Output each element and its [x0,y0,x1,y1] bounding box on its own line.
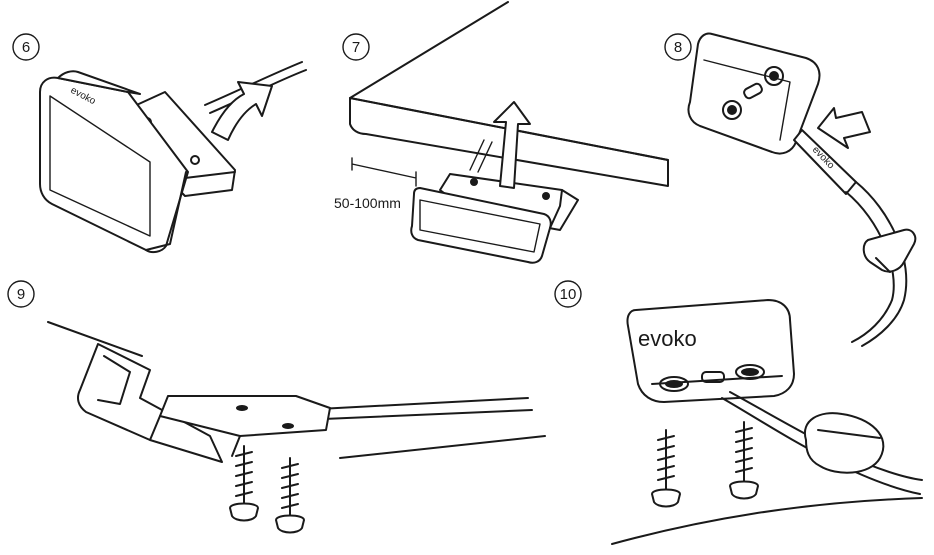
step-7-dimension-line [351,157,417,187]
step-9-table-edge [47,321,546,459]
step-7-number: 7 [352,39,360,56]
step-7-panel: 7 50-100mm [334,1,669,264]
step-10-panel: 10 evoko [554,280,923,545]
step-7-table-edge [349,1,509,99]
step-8-device-back [687,32,821,155]
step-8-cable-clip [862,228,917,273]
step-8-hole-left [722,100,742,120]
step-7-measurement: 50-100mm [334,195,401,211]
step-10-circle [554,280,582,308]
step-9-cable [299,397,533,421]
step-8-number: 8 [674,39,682,56]
step-6-arrow [211,81,273,141]
step-9-panel: 9 [7,280,546,534]
step-9-screw-left [229,445,259,522]
step-6-circle [12,33,40,61]
step-6-badge: 6 [12,33,40,61]
step-9-circle [7,280,35,308]
step-9-device [77,343,223,463]
step-10-table-edge [611,497,923,545]
step-9-badge: 9 [7,280,35,308]
step-10-device [626,299,795,403]
step-10-number: 10 [560,286,577,303]
step-6-cable [204,61,303,106]
step-8-arrow [817,107,871,149]
step-7-device [410,187,552,264]
step-9-screw-right [275,457,305,534]
step-7-arrow [493,101,531,189]
step-8-hole-right [764,66,784,86]
step-6-number: 6 [22,39,30,56]
step-8-usb-port [743,82,763,100]
step-8-cable [845,191,895,343]
step-6-panel: 6 evoko [12,33,307,254]
step-10-device-logo: evoko [638,326,697,351]
step-8-panel: 8 evoko [664,32,917,347]
step-7-screen [419,199,541,253]
step-10-badge: 10 [554,280,582,308]
step-8-circle [664,33,692,61]
step-10-screw-left [651,429,681,508]
step-7-circle [342,33,370,61]
step-9-number: 9 [17,286,25,303]
step-6-device [39,76,189,254]
step-10-cable-clip [803,412,885,474]
step-8-badge: 8 [664,33,692,61]
step-7-badge: 7 [342,33,370,61]
step-6-screen [49,95,151,237]
step-10-screw-right [729,421,759,500]
step-10-usb-port [701,371,725,383]
